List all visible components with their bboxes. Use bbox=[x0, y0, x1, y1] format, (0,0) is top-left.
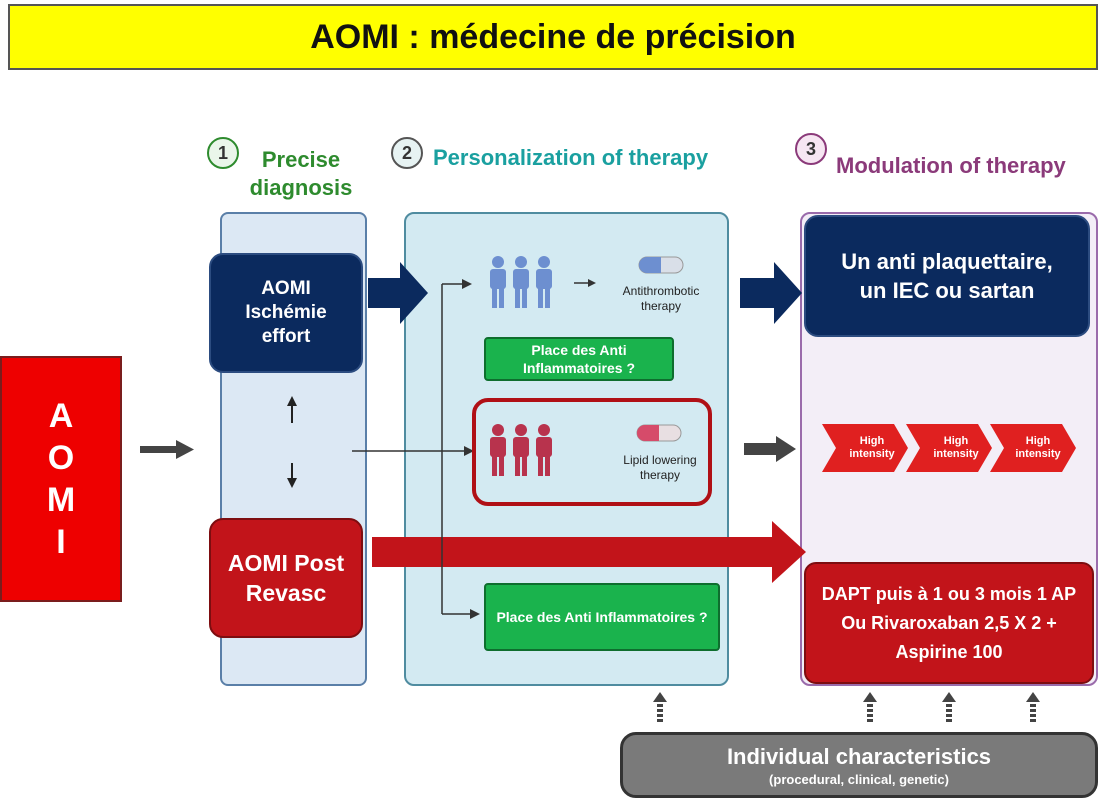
branch-connector bbox=[352, 283, 470, 615]
individual-title: Individual characteristics bbox=[726, 743, 992, 769]
arrow-vertical-down bbox=[287, 463, 297, 488]
antiplatelet-box: Un anti plaquettaire, un IEC ou sartan bbox=[804, 215, 1090, 337]
arrow-gray-mid bbox=[744, 436, 796, 462]
aomi-ischemie-box: AOMI Ischémie effort bbox=[209, 253, 363, 373]
aomi-post-revasc-box: AOMI Post Revasc bbox=[209, 518, 363, 638]
page-title: AOMI : médecine de précision bbox=[8, 4, 1098, 70]
arrow-navy-1 bbox=[368, 262, 428, 324]
individual-characteristics-box: Individual characteristics (procedural, … bbox=[620, 732, 1098, 798]
step-2-label: Personalization of therapy bbox=[433, 145, 709, 170]
arrow-vertical-up bbox=[287, 396, 297, 423]
side-letter: A bbox=[48, 397, 74, 435]
side-letter: I bbox=[56, 523, 66, 561]
lipid-lowering-label: Lipid lowering therapy bbox=[623, 453, 697, 482]
step-3-number: 3 bbox=[795, 133, 827, 165]
high-intensity-2: High intensity bbox=[933, 435, 979, 460]
intensity-chevrons bbox=[822, 424, 1076, 472]
high-intensity-1: High intensity bbox=[849, 435, 895, 460]
side-letter: M bbox=[46, 481, 76, 519]
dapt-box: DAPT puis à 1 ou 3 mois 1 AP Ou Rivaroxa… bbox=[804, 562, 1094, 684]
individual-subtitle: (procedural, clinical, genetic) bbox=[769, 771, 949, 787]
lipid-therapy-frame bbox=[472, 398, 712, 506]
pill-blue-icon bbox=[638, 256, 684, 274]
step-1-label: Precise diagnosis bbox=[249, 147, 353, 200]
step-2-number: 2 bbox=[391, 137, 423, 169]
antithrombotic-label: Antithrombotic therapy bbox=[622, 284, 700, 313]
anti-inflam-box-2: Place des Anti Inflammatoires ? bbox=[484, 583, 720, 651]
chevron-3 bbox=[990, 424, 1076, 472]
arrow-to-antithrombotic bbox=[574, 279, 596, 287]
arrow-red-big bbox=[372, 521, 806, 583]
aomi-side-block: A O M I bbox=[0, 356, 122, 602]
step-1-number: 1 bbox=[207, 137, 239, 169]
chevron-1 bbox=[822, 424, 908, 472]
arrow-aomi-to-diagnosis bbox=[140, 440, 194, 459]
anti-inflam-box-1: Place des Anti Inflammatoires ? bbox=[484, 337, 674, 381]
patients-red-icon bbox=[490, 424, 552, 476]
arrow-navy-2 bbox=[740, 262, 802, 324]
patients-blue-icon bbox=[490, 256, 552, 308]
side-letter: O bbox=[47, 439, 75, 477]
pill-red-icon bbox=[636, 424, 682, 442]
step-3-label: Modulation of therapy bbox=[836, 153, 1066, 178]
high-intensity-3: High intensity bbox=[1015, 435, 1061, 460]
chevron-2 bbox=[906, 424, 992, 472]
dashed-up-arrows bbox=[653, 692, 1040, 722]
